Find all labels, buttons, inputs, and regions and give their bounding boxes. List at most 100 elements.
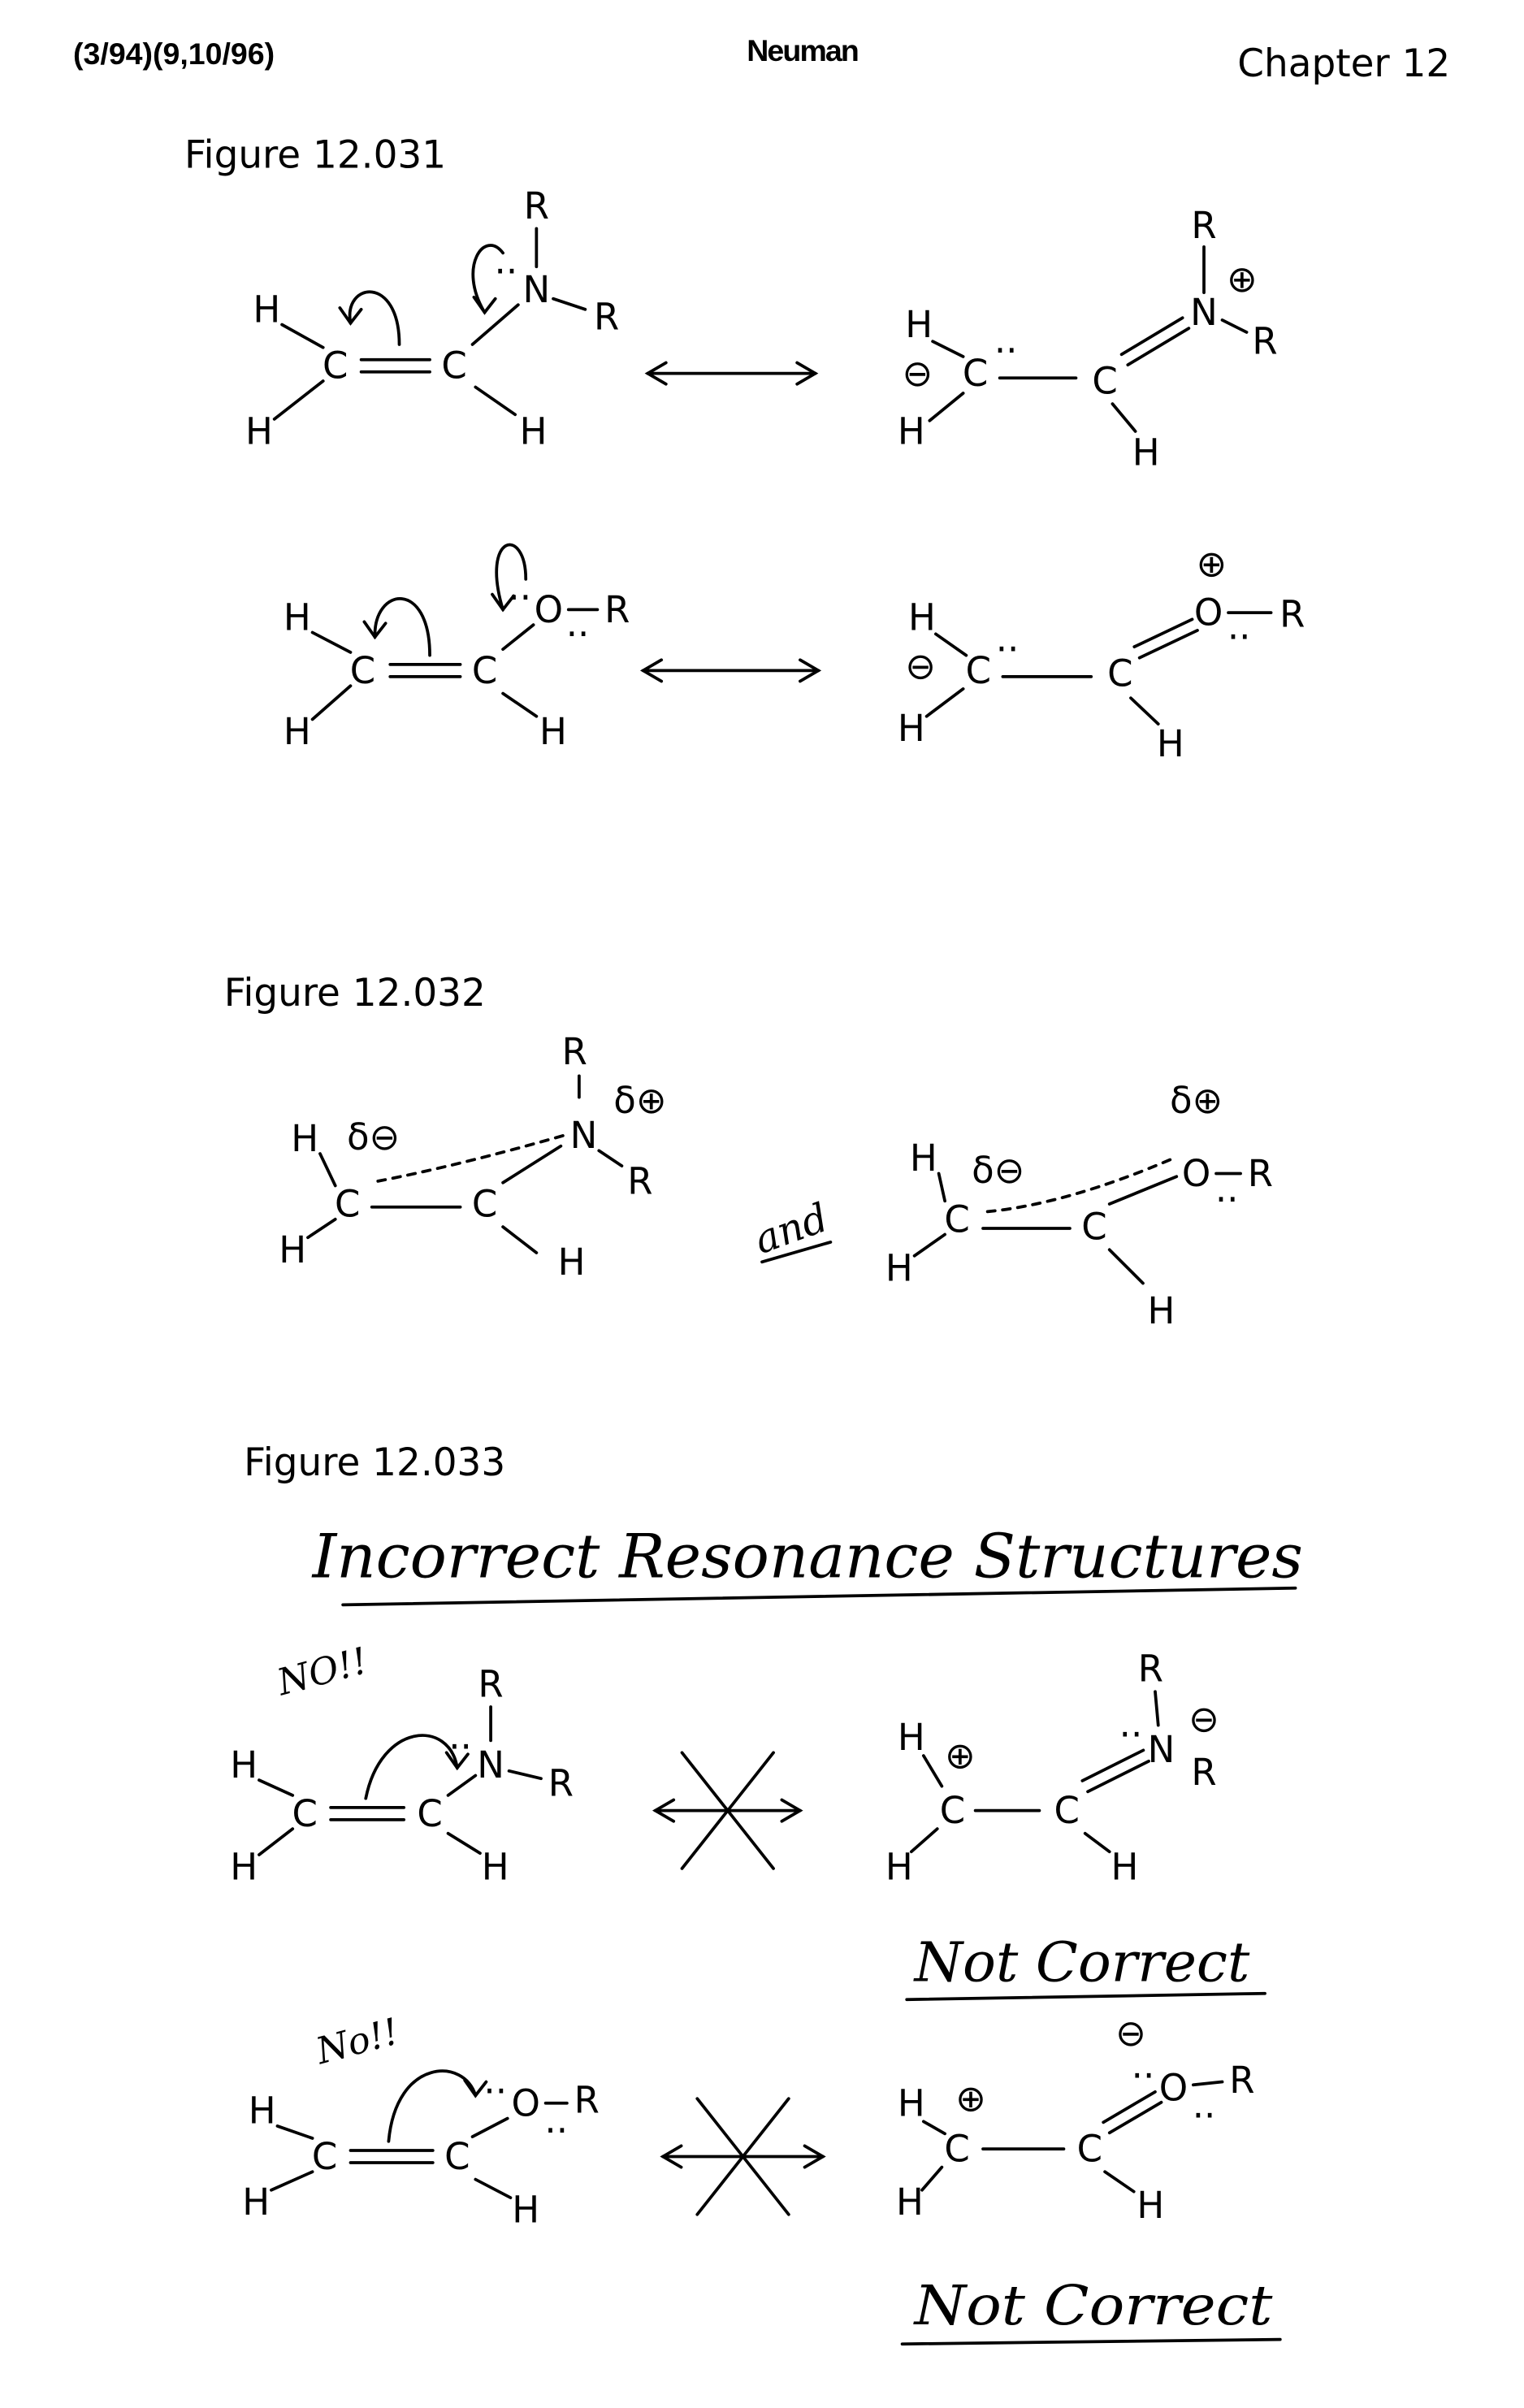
arrow-head-icon xyxy=(362,620,387,640)
bond-line xyxy=(306,1217,337,1240)
atom-h: H xyxy=(245,409,273,453)
atom-h: H xyxy=(898,707,925,750)
bond-line xyxy=(1103,2170,1136,2194)
not-correct-label-1: Not Correct xyxy=(913,1930,1251,1994)
atom-r: R xyxy=(1138,1648,1163,1691)
figure-label-12-031: Figure 12.031 xyxy=(184,132,446,177)
atom-h: H xyxy=(249,2090,276,2133)
atom-c: C xyxy=(1107,652,1132,695)
curved-electron-arrow xyxy=(471,244,504,314)
atom-o: O xyxy=(1159,2067,1188,2110)
atom-r: R xyxy=(1191,204,1216,247)
lone-pair-dots: ·· xyxy=(483,2069,507,2112)
atom-c: C xyxy=(940,1789,965,1832)
atom-c: C xyxy=(441,344,466,388)
positive-charge-icon: ⊕ xyxy=(1197,543,1227,586)
arrow-head-left-icon xyxy=(660,2144,683,2169)
arrow-head-right-icon xyxy=(799,658,822,683)
bond-line xyxy=(597,1149,624,1167)
bond-line xyxy=(909,1827,939,1854)
atom-h: H xyxy=(558,1241,586,1284)
atom-c: C xyxy=(963,352,988,395)
atom-h: H xyxy=(291,1117,318,1160)
partial-bond-dashed xyxy=(985,1156,1175,1214)
bond-line xyxy=(552,297,587,311)
bond-line xyxy=(1111,402,1137,433)
atom-c: C xyxy=(1092,359,1117,402)
bond-line xyxy=(310,684,353,721)
cross-out-line xyxy=(695,2097,790,2216)
atom-h: H xyxy=(898,409,925,453)
negative-charge-icon: ⊖ xyxy=(1188,1698,1219,1741)
header-date: (3/94)(9,10/96) xyxy=(73,37,275,71)
heading-underline xyxy=(341,1586,1297,1607)
partial-positive-charge: δ⊕ xyxy=(613,1079,666,1122)
atom-r: R xyxy=(1248,1152,1273,1195)
arrow-head-icon xyxy=(338,306,363,326)
atom-h: H xyxy=(1111,1846,1139,1889)
atom-n: N xyxy=(570,1114,598,1157)
bond-line xyxy=(1129,696,1160,725)
bond-line xyxy=(933,632,968,657)
bond-line xyxy=(270,2170,314,2192)
lone-pair-dots: ·· xyxy=(996,628,1020,671)
positive-charge-icon: ⊕ xyxy=(955,2077,986,2120)
lone-pair-dots: ·· xyxy=(1119,1713,1143,1756)
atom-h: H xyxy=(905,303,933,346)
arrow-head-icon xyxy=(491,592,516,613)
arrow-head-right-icon xyxy=(780,1798,803,1823)
bond-line xyxy=(470,2116,509,2138)
partial-positive-charge: δ⊕ xyxy=(1170,1079,1223,1122)
cross-out-line xyxy=(680,1751,775,1870)
atom-h: H xyxy=(908,596,936,639)
bond-line xyxy=(501,691,539,718)
atom-r: R xyxy=(524,184,549,227)
bond-line xyxy=(474,2177,513,2199)
double-bond xyxy=(1126,327,1191,367)
bond-line xyxy=(1192,2080,1224,2087)
double-bond xyxy=(1119,316,1184,357)
atom-h: H xyxy=(1137,2184,1164,2227)
double-bond xyxy=(1102,2090,1157,2124)
bond-line xyxy=(318,1152,337,1188)
lone-pair-dots: ·· xyxy=(994,329,1018,372)
atom-r: R xyxy=(574,2079,600,2122)
lone-pair-dots: ·· xyxy=(495,249,518,292)
bond-line xyxy=(446,1774,478,1797)
curved-electron-arrow xyxy=(364,1734,459,1800)
atom-c: C xyxy=(472,649,497,692)
negative-charge-icon: ⊖ xyxy=(902,352,933,395)
atom-h: H xyxy=(242,2181,270,2224)
negative-charge-icon: ⊖ xyxy=(905,644,936,687)
figure-label-12-032: Figure 12.032 xyxy=(224,971,486,1016)
atom-h: H xyxy=(910,1137,937,1180)
bond-line xyxy=(470,303,520,346)
atom-h: H xyxy=(898,2081,925,2124)
arrow-head-icon xyxy=(472,295,497,315)
curved-electron-arrow xyxy=(348,290,401,346)
bond-line xyxy=(1154,1690,1160,1727)
atom-c: C xyxy=(350,649,375,692)
atom-o: O xyxy=(535,588,563,631)
double-bond xyxy=(1107,2100,1163,2135)
atom-n: N xyxy=(1148,1728,1175,1771)
no-annotation-1: NO!! xyxy=(272,1639,372,1704)
lone-pair-dots: ·· xyxy=(1132,2055,1155,2098)
atom-c: C xyxy=(944,1198,969,1241)
atom-o: O xyxy=(512,2081,540,2124)
atom-c: C xyxy=(1081,1206,1106,1249)
double-bond xyxy=(1137,629,1199,660)
bond-line xyxy=(1107,1248,1145,1285)
atom-h: H xyxy=(230,1743,258,1787)
and-underline xyxy=(760,1241,833,1264)
atom-r: R xyxy=(1252,320,1277,363)
not-correct-label-2: Not Correct xyxy=(912,2273,1273,2337)
atom-n: N xyxy=(1190,291,1218,334)
lone-pair-dots: ·· xyxy=(566,613,590,656)
arrow-head-right-icon xyxy=(803,2144,826,2169)
lone-pair-dots: ·· xyxy=(544,2109,568,2152)
bond-line xyxy=(446,1831,482,1856)
atom-h: H xyxy=(896,2181,924,2224)
bond-line xyxy=(507,1769,543,1781)
